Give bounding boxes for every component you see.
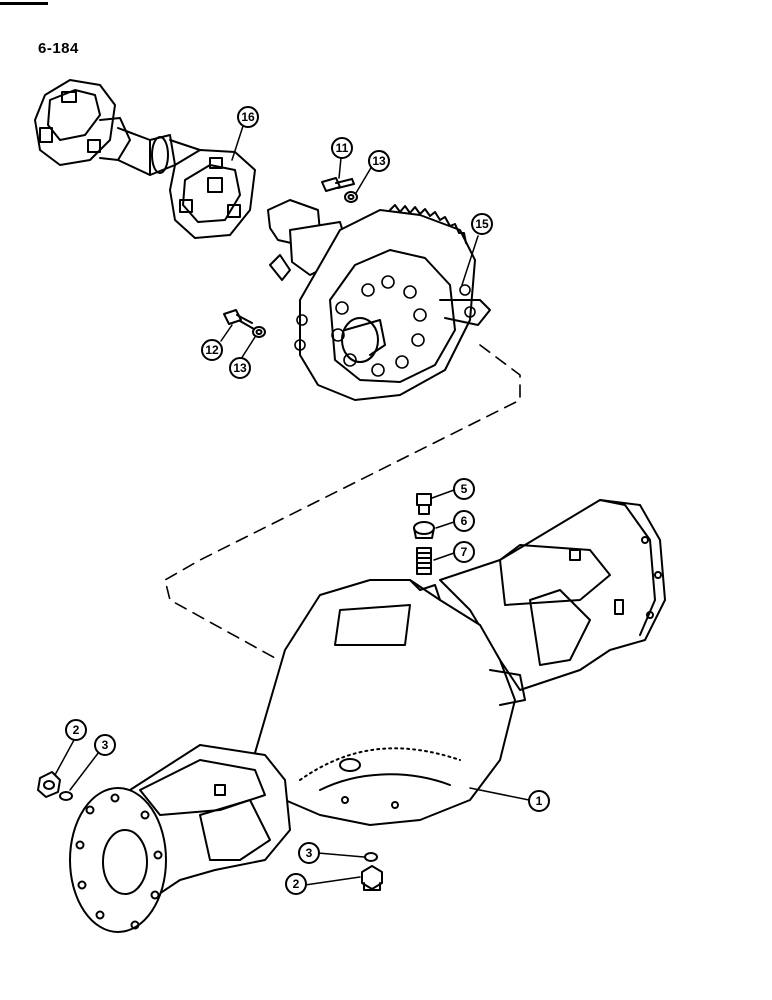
washer-13-upper: [344, 191, 358, 203]
svg-text:15: 15: [475, 217, 489, 231]
callout-6: 6: [453, 510, 475, 532]
svg-text:11: 11: [336, 141, 349, 155]
washer-13-lower: [252, 326, 266, 338]
drain-plug-2-left: [37, 771, 61, 798]
bolt-12: [223, 309, 255, 330]
o-ring-3-left: [59, 791, 73, 801]
svg-text:5: 5: [461, 482, 468, 496]
o-ring-3-bottom: [364, 852, 378, 862]
callout-2-left: 2: [65, 719, 87, 741]
callout-2-bottom: 2: [285, 873, 307, 895]
drive-shaft-assembly: [34, 79, 256, 239]
callout-3-left: 3: [94, 734, 116, 756]
axle-housing: [69, 499, 666, 933]
callout-13-lower: 13: [229, 357, 251, 379]
callout-16: 16: [237, 106, 259, 128]
callout-1: 1: [528, 790, 550, 812]
svg-text:3: 3: [102, 738, 109, 752]
callout-7: 7: [453, 541, 475, 563]
svg-text:6: 6: [461, 514, 468, 528]
svg-text:13: 13: [233, 361, 247, 375]
callout-3-bottom: 3: [298, 842, 320, 864]
svg-text:16: 16: [241, 110, 255, 124]
callout-12: 12: [201, 339, 223, 361]
svg-text:12: 12: [205, 343, 219, 357]
callout-13-upper: 13: [368, 150, 390, 172]
header-rule: [0, 2, 48, 5]
adapter-6: [413, 521, 435, 539]
svg-text:2: 2: [73, 723, 80, 737]
bolt-11: [321, 177, 355, 192]
callout-11: 11: [331, 137, 353, 159]
differential-carrier: [267, 199, 491, 401]
breather-fitting-5: [416, 493, 432, 515]
alignment-dashed-line: [164, 344, 521, 659]
svg-text:2: 2: [293, 877, 300, 891]
callout-15: 15: [471, 213, 493, 235]
page-number: 6-184: [38, 40, 79, 57]
svg-text:1: 1: [536, 794, 543, 808]
svg-text:7: 7: [461, 545, 468, 559]
svg-text:13: 13: [372, 154, 386, 168]
svg-text:3: 3: [306, 846, 313, 860]
drain-plug-2-bottom: [361, 865, 383, 891]
stud-7: [416, 547, 432, 575]
callout-5: 5: [453, 478, 475, 500]
